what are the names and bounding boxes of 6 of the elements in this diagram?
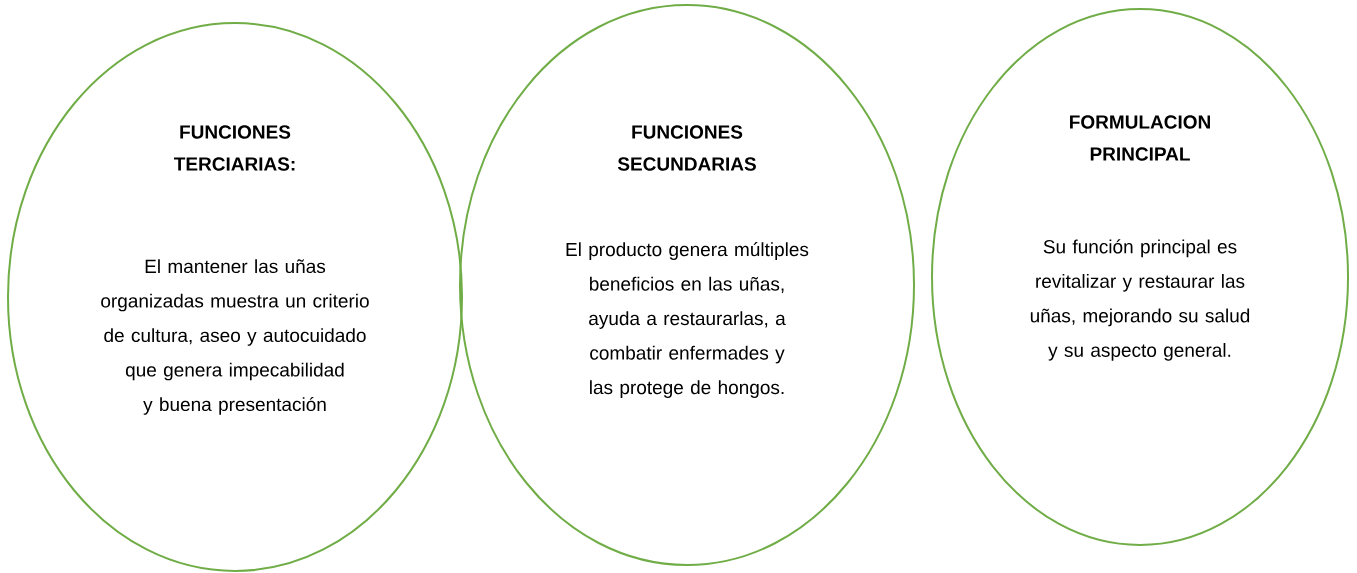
heading: FUNCIONES SECUNDARIAS: [617, 125, 756, 171]
body-text: El mantener las uñas organizadas muestra un criterio de cultura, aseo y autocuidado que genera impecabilidad y buena presentación: [101, 259, 369, 415]
heading: FORMULACION PRINCIPAL: [1070, 115, 1210, 161]
body-text: Su función principal es revitalizar y restaurar las uñas, mejorando su salud y su aspecto general.: [1030, 239, 1250, 361]
body-text: El producto genera múltiples beneficios en las uñas, ayuda a restaurarlas, a combatir enfermades y las protege de hongos.: [566, 242, 809, 398]
heading: FUNCIONES TERCIARIAS:: [174, 125, 295, 171]
